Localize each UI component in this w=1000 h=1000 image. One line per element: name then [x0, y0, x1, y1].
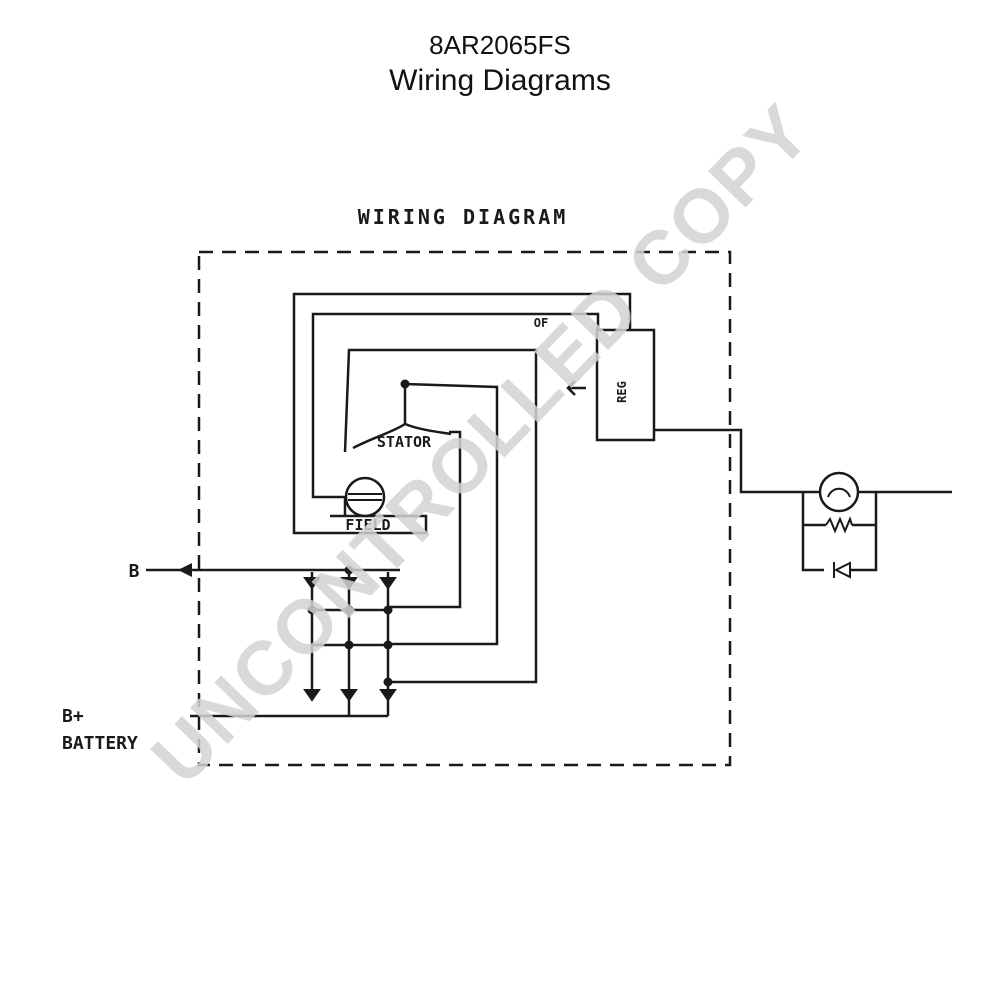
header: 8AR2065FS Wiring Diagrams — [0, 28, 1000, 100]
resistor-icon — [825, 516, 853, 534]
b-plus-label: B+ — [62, 706, 84, 727]
battery-label: BATTERY — [62, 733, 138, 754]
page-title: Wiring Diagrams — [389, 64, 611, 97]
diode-icon — [340, 689, 358, 702]
lamp-filament — [827, 487, 851, 498]
indicator-lamp-icon — [818, 471, 860, 513]
lamp-branch-diode-icon — [833, 561, 851, 579]
diode-icon — [379, 577, 397, 590]
field-rotor-icon — [344, 476, 386, 518]
junction-dot — [307, 605, 317, 615]
junction-dot — [383, 605, 393, 615]
stator-label: STATOR — [377, 433, 432, 451]
regulator-input-arrow-icon — [566, 380, 586, 396]
diode-icon — [340, 577, 358, 590]
field-label: FIELD — [345, 516, 390, 534]
junction-dot — [344, 640, 354, 650]
junction-dot — [383, 640, 393, 650]
junction-dot — [400, 379, 410, 389]
b-terminal-label: B — [129, 561, 140, 582]
junction-dot — [383, 677, 393, 687]
b-terminal-arrow-icon — [178, 563, 192, 577]
rectifier-diodes — [303, 379, 410, 702]
junction-dot — [344, 605, 354, 615]
uncontrolled-copy-watermark: UNCONTROLLED COPY — [136, 88, 828, 800]
regulator-label: REG — [615, 381, 629, 403]
diagram-heading: WIRING DIAGRAM — [358, 205, 569, 229]
of-label: OF — [534, 316, 548, 330]
alternator-housing-outline — [197, 250, 732, 767]
part-number: 8AR2065FS — [429, 30, 571, 60]
diode-icon — [303, 577, 321, 590]
diode-icon — [303, 689, 321, 702]
junction-dot — [344, 565, 354, 575]
diode-icon — [379, 689, 397, 702]
regulator-box — [595, 328, 656, 442]
